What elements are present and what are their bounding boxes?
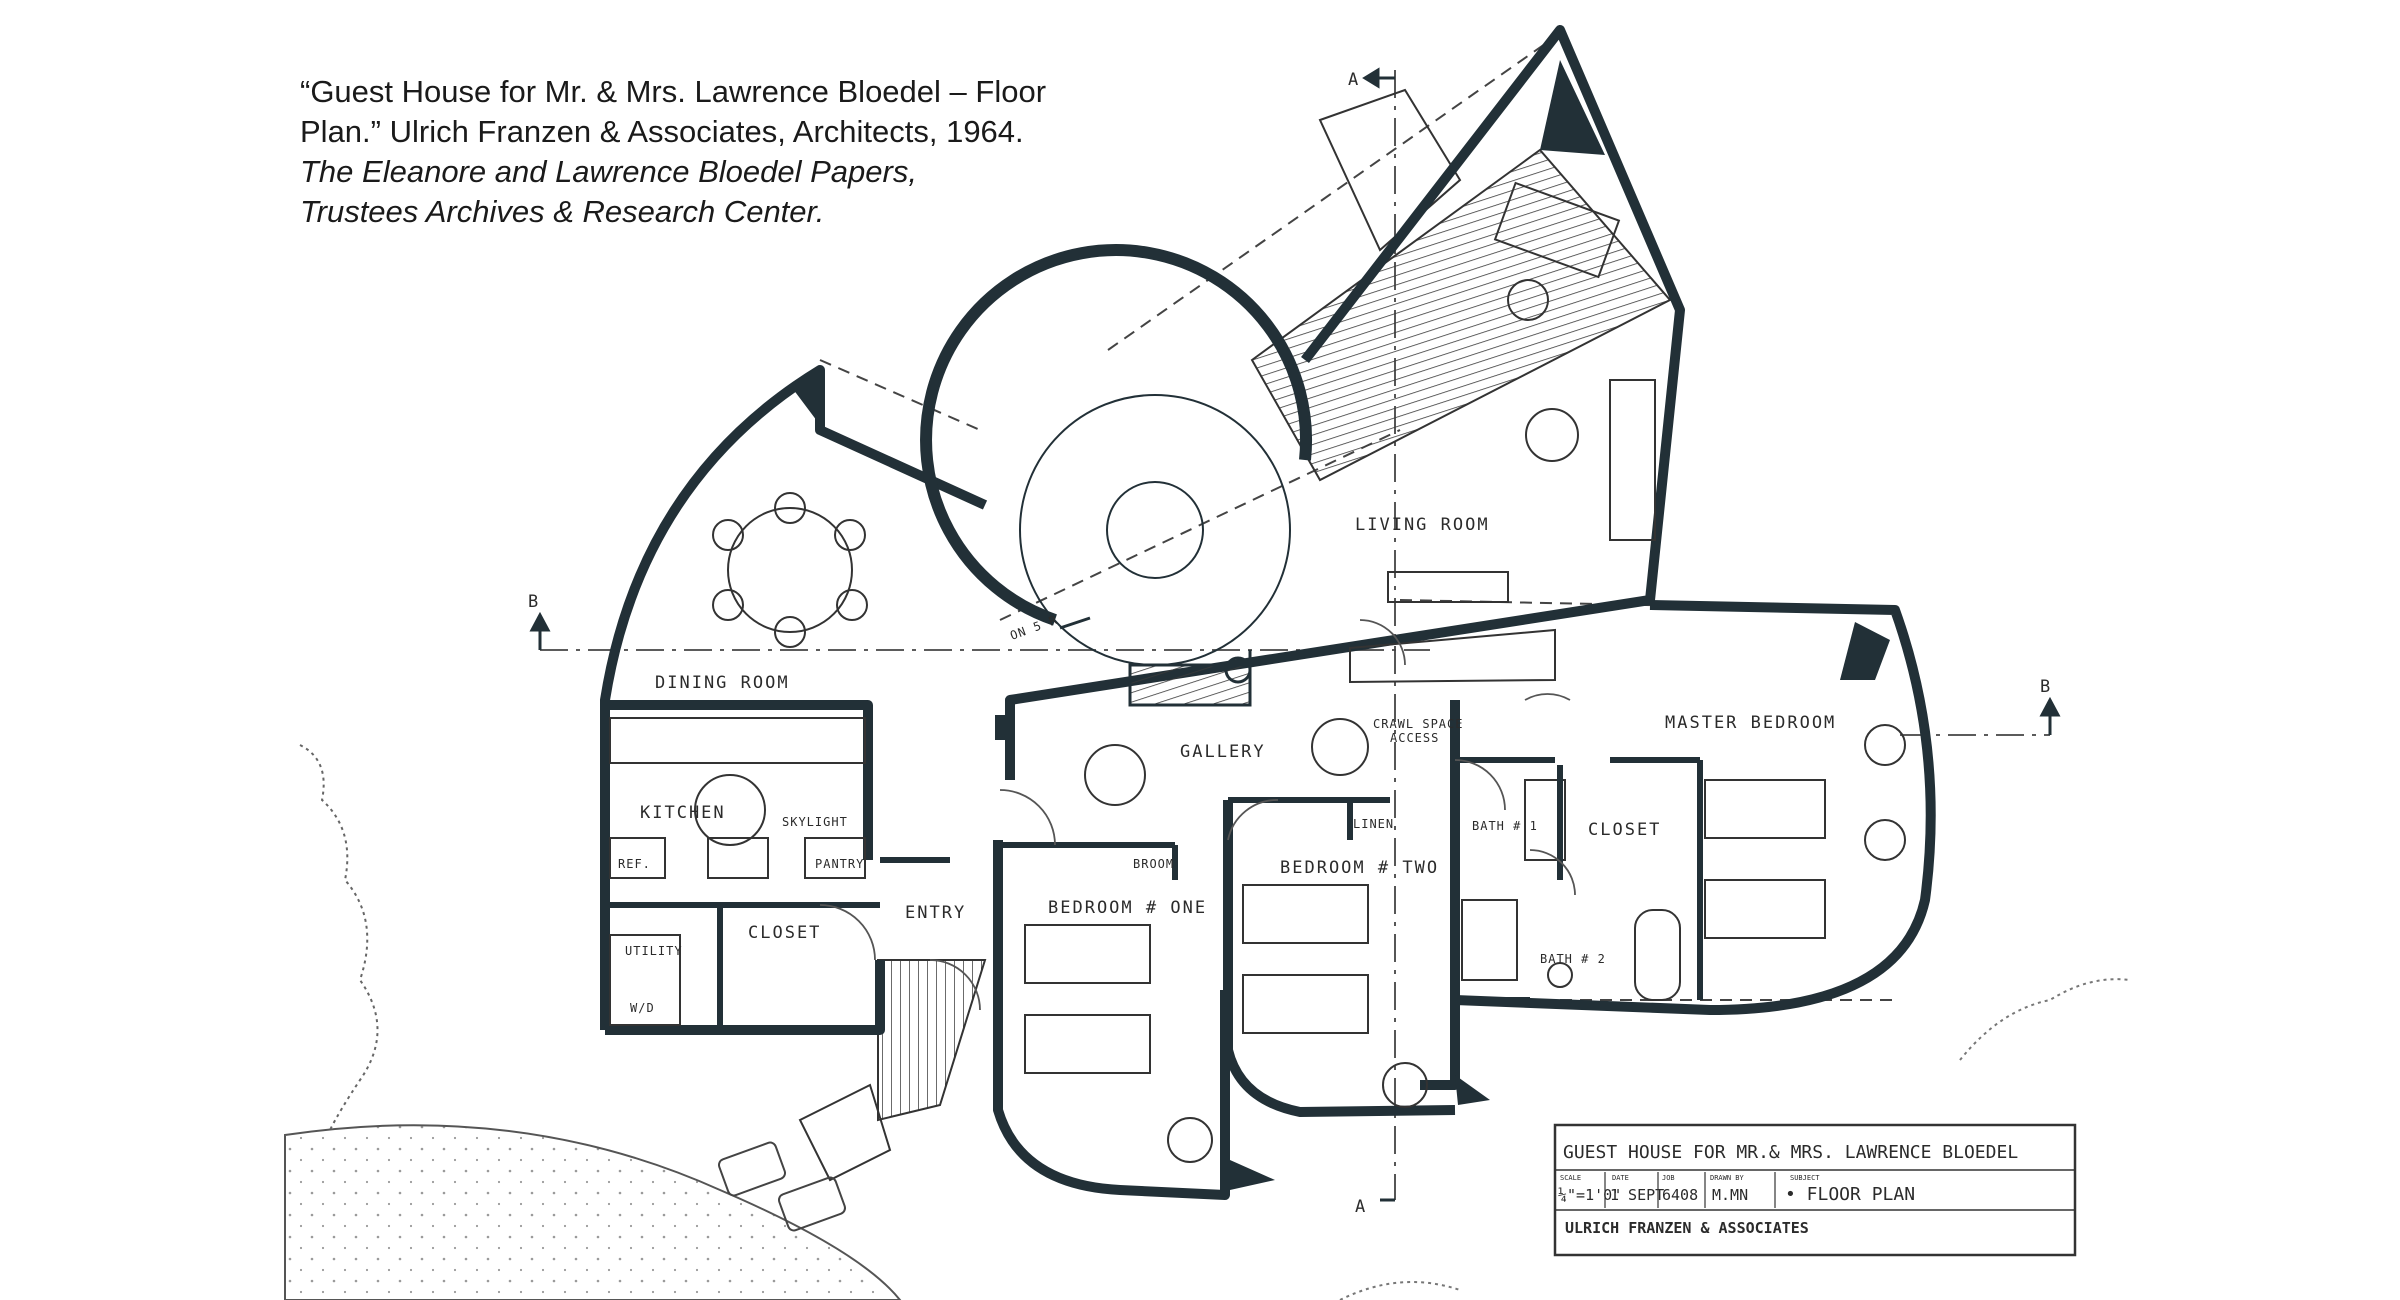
drawn-label: DRAWN BY [1710,1174,1745,1182]
section-a-top: A [1348,70,1360,90]
caption-line-3: The Eleanore and Lawrence Bloedel Papers… [300,154,917,189]
label-pantry: PANTRY [815,857,864,871]
exterior-walls [600,25,1936,1200]
door-swings [819,619,1576,1011]
corner-triangle-bed1 [1230,1160,1275,1190]
section-a-bottom: A [1355,1197,1367,1217]
living-deck [1250,148,1672,482]
section-markers [529,67,2061,1202]
fireplace-hearth [1128,663,1252,707]
label-bath-2: BATH # 2 [1540,952,1606,966]
stepping-stone-1 [718,1141,786,1197]
caption-line-4: Trustees Archives & Research Center. [300,194,825,229]
label-wd: W/D [630,1001,655,1015]
subject-value: • FLOOR PLAN [1785,1184,1915,1205]
firm-name: ULRICH FRANZEN & ASSOCIATES [1565,1219,1809,1237]
corner-triangle-top [1540,60,1605,155]
caption: “Guest House for Mr. & Mrs. Lawrence Blo… [300,72,1200,232]
label-access: ACCESS [1390,731,1439,745]
title-block-title: GUEST HOUSE FOR MR.& MRS. LAWRENCE BLOED… [1563,1142,2018,1163]
stair-top [1318,88,1462,252]
shrub-left [299,744,379,1131]
shrub-bottom [1339,1281,1461,1300]
label-master-bedroom: MASTER BEDROOM [1665,713,1836,733]
label-living-room: LIVING ROOM [1355,515,1490,535]
label-kitchen: KITCHEN [640,803,726,823]
scale-label: SCALE [1560,1174,1581,1182]
label-ref: REF. [618,857,651,871]
stepping-stone-2 [778,1176,846,1232]
corner-triangle-master [1840,622,1890,680]
label-closet-master: CLOSET [1588,820,1661,840]
label-entry: ENTRY [905,903,966,923]
job-value: 6408 [1662,1186,1698,1204]
circular-seating [920,244,1313,707]
label-skylight: SKYLIGHT [782,815,848,829]
label-broom: BROOM [1133,857,1174,871]
label-utility: UTILITY [625,944,683,958]
date-value: 1 SEPT [1610,1186,1664,1204]
furniture [609,181,1906,1163]
job-label: JOB [1662,1174,1675,1182]
corner-triangle-bed2 [1455,1075,1490,1105]
caption-line-2: Plan.” Ulrich Franzen & Associates, Arch… [300,114,1024,149]
interior-walls [605,757,1703,1030]
caption-line-1: “Guest House for Mr. & Mrs. Lawrence Blo… [300,74,1047,109]
label-bedroom-one: BEDROOM # ONE [1048,898,1207,918]
dining-chairs [712,492,868,648]
label-dining-room: DINING ROOM [655,673,790,693]
stair-bottom [798,1083,892,1182]
corner-triangle-dining [790,370,820,425]
section-b-left: B [528,592,540,612]
title-block: GUEST HOUSE FOR MR.& MRS. LAWRENCE BLOED… [1553,1123,2077,1257]
label-crawl-space: CRAWL SPACE [1373,717,1463,731]
shrub-right [1959,978,2131,1061]
drawn-value: M.MN [1712,1186,1748,1204]
dotted-ground [284,1124,902,1300]
entry-walk [877,959,987,1122]
date-label: DATE [1612,1174,1629,1182]
label-closet-entry: CLOSET [748,923,821,943]
label-bedroom-two: BEDROOM # TWO [1280,858,1439,878]
label-bath-1: BATH # 1 [1472,819,1538,833]
label-linen: LINEN [1353,817,1394,831]
label-gallery: GALLERY [1180,742,1266,762]
section-b-right: B [2040,677,2052,697]
subject-label: SUBJECT [1790,1174,1820,1182]
fireplace-flue [1224,656,1252,684]
